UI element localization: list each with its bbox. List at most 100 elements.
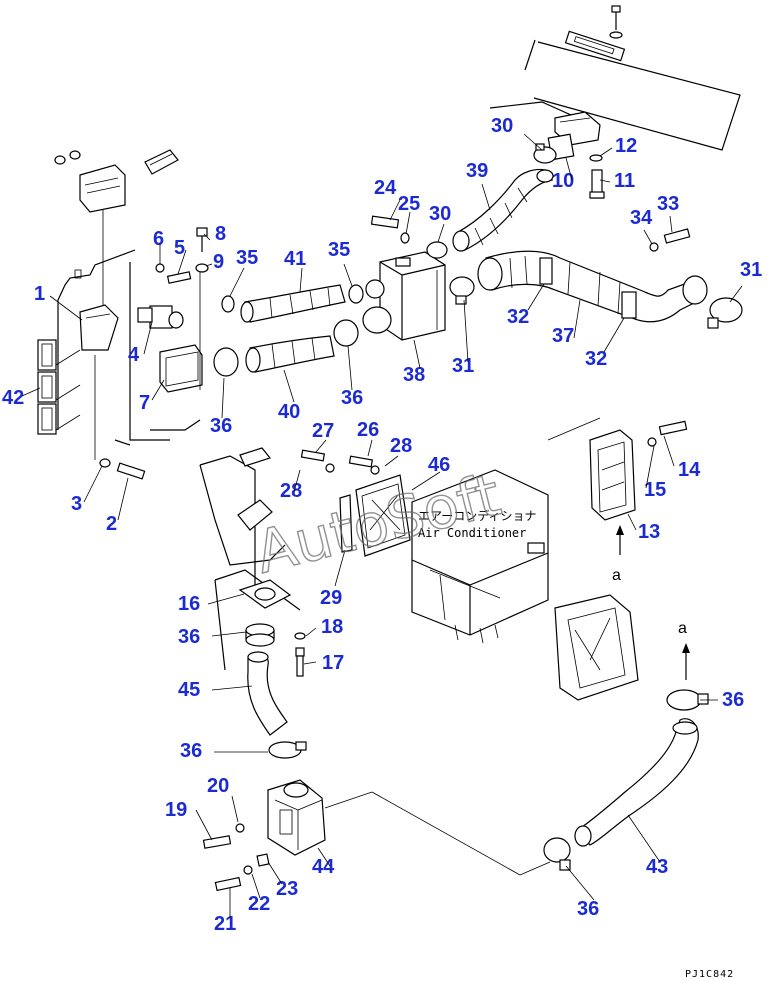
callout-44: 44 bbox=[312, 856, 335, 878]
callout-30b: 30 bbox=[429, 203, 451, 225]
bolts-27-26 bbox=[300, 449, 380, 475]
outlet-13 bbox=[589, 429, 636, 521]
connection-letter-a-2: a bbox=[678, 620, 687, 637]
clamp-36-mid bbox=[333, 319, 359, 347]
callout-36e: 36 bbox=[722, 689, 744, 711]
washer-18 bbox=[294, 632, 306, 640]
clamp-36-right bbox=[666, 689, 709, 711]
callout-46: 46 bbox=[428, 454, 450, 476]
callout-28b: 28 bbox=[280, 480, 302, 502]
flange-16 bbox=[238, 579, 292, 609]
washer-22 bbox=[243, 865, 253, 875]
callout-1: 1 bbox=[34, 283, 45, 305]
washer-3 bbox=[99, 458, 111, 468]
clamp-31-right bbox=[707, 297, 743, 329]
callout-11: 11 bbox=[614, 170, 635, 192]
callout-18: 18 bbox=[321, 616, 343, 638]
bolt-14 bbox=[647, 420, 688, 447]
callout-36d: 36 bbox=[180, 740, 202, 762]
connector-4 bbox=[137, 305, 184, 329]
callout-36a: 36 bbox=[210, 415, 232, 437]
hose-40 bbox=[245, 335, 335, 373]
washer-20 bbox=[235, 823, 245, 833]
callout-35b: 35 bbox=[328, 239, 350, 261]
clamp-31-mid bbox=[449, 276, 475, 305]
bracket-10 bbox=[547, 111, 603, 162]
bolt-5 bbox=[166, 271, 192, 284]
clamp-36-left bbox=[213, 347, 239, 377]
clamp-36-bottom bbox=[543, 837, 571, 871]
component-label-jp: エアーコンディショナ bbox=[418, 508, 536, 523]
washer-6 bbox=[155, 263, 165, 273]
callout-38: 38 bbox=[403, 364, 425, 386]
bolt-2 bbox=[116, 462, 146, 480]
clamp-30-upper bbox=[533, 143, 557, 164]
heater-unit bbox=[37, 200, 201, 460]
hose-45 bbox=[247, 651, 288, 736]
callout-35a: 35 bbox=[236, 247, 258, 269]
callout-42: 42 bbox=[2, 387, 24, 409]
hose-43 bbox=[574, 718, 699, 847]
callouts: 1 2 3 4 5 6 7 8 9 10 11 12 13 14 15 16 1… bbox=[2, 115, 762, 935]
callout-26: 26 bbox=[357, 419, 379, 441]
callout-5: 5 bbox=[174, 237, 185, 259]
callout-9: 9 bbox=[213, 251, 224, 273]
callout-25: 25 bbox=[398, 193, 420, 215]
callout-37: 37 bbox=[552, 325, 574, 347]
duct-box-38 bbox=[362, 251, 446, 341]
callout-4: 4 bbox=[128, 344, 140, 366]
callout-36b: 36 bbox=[341, 387, 363, 409]
washer-9 bbox=[195, 263, 209, 390]
callout-17: 17 bbox=[322, 652, 344, 674]
cab-roof-panel bbox=[489, 30, 741, 151]
bolt-top bbox=[609, 5, 623, 39]
callout-36f: 36 bbox=[577, 898, 599, 920]
callout-23: 23 bbox=[276, 878, 298, 900]
callout-20: 20 bbox=[207, 775, 229, 797]
callout-12: 12 bbox=[615, 135, 637, 157]
callout-41: 41 bbox=[284, 248, 306, 270]
callout-10: 10 bbox=[552, 170, 574, 192]
bolt-19 bbox=[202, 835, 232, 849]
bolt-33 bbox=[649, 228, 691, 252]
callout-22: 22 bbox=[248, 893, 270, 915]
clamp-36-lower-left bbox=[245, 623, 275, 647]
callout-6: 6 bbox=[153, 228, 164, 250]
bracket-29 bbox=[339, 494, 353, 553]
callout-14: 14 bbox=[678, 459, 701, 481]
bolt-11 bbox=[589, 169, 605, 199]
grille-7 bbox=[159, 344, 203, 393]
drawing-code: PJ1C842 bbox=[685, 969, 734, 980]
callout-30a: 30 bbox=[491, 115, 513, 137]
callout-32b: 32 bbox=[585, 348, 607, 370]
arrow-a-right bbox=[682, 643, 690, 680]
callout-43: 43 bbox=[646, 856, 668, 878]
hose-39 bbox=[452, 168, 554, 252]
callout-3: 3 bbox=[71, 493, 82, 515]
clamp-35-left bbox=[221, 295, 235, 313]
bolt-24 bbox=[370, 215, 400, 229]
callout-27: 27 bbox=[312, 420, 334, 442]
callout-28a: 28 bbox=[390, 435, 412, 457]
callout-39: 39 bbox=[466, 160, 488, 182]
spacer-23 bbox=[256, 853, 270, 867]
component-label-en: Air Conditioner bbox=[418, 526, 526, 540]
callout-7: 7 bbox=[139, 392, 150, 414]
leader-lines bbox=[21, 133, 743, 918]
clamp-35-right bbox=[348, 284, 364, 304]
duct-assembly-left bbox=[199, 447, 301, 671]
callout-32a: 32 bbox=[507, 306, 529, 328]
connection-letter-a-1: a bbox=[612, 567, 621, 584]
callout-45: 45 bbox=[178, 679, 200, 701]
callout-33: 33 bbox=[657, 193, 679, 215]
hose-37 bbox=[477, 250, 708, 323]
elbow-44 bbox=[267, 779, 551, 876]
louver-top-left bbox=[54, 149, 179, 213]
callout-16: 16 bbox=[178, 593, 200, 615]
washer-25 bbox=[400, 232, 410, 244]
bolt-8 bbox=[196, 227, 208, 252]
callout-29: 29 bbox=[320, 587, 342, 609]
clamp-30-mid bbox=[426, 241, 448, 259]
clamp-36-mid-lower bbox=[268, 741, 307, 759]
